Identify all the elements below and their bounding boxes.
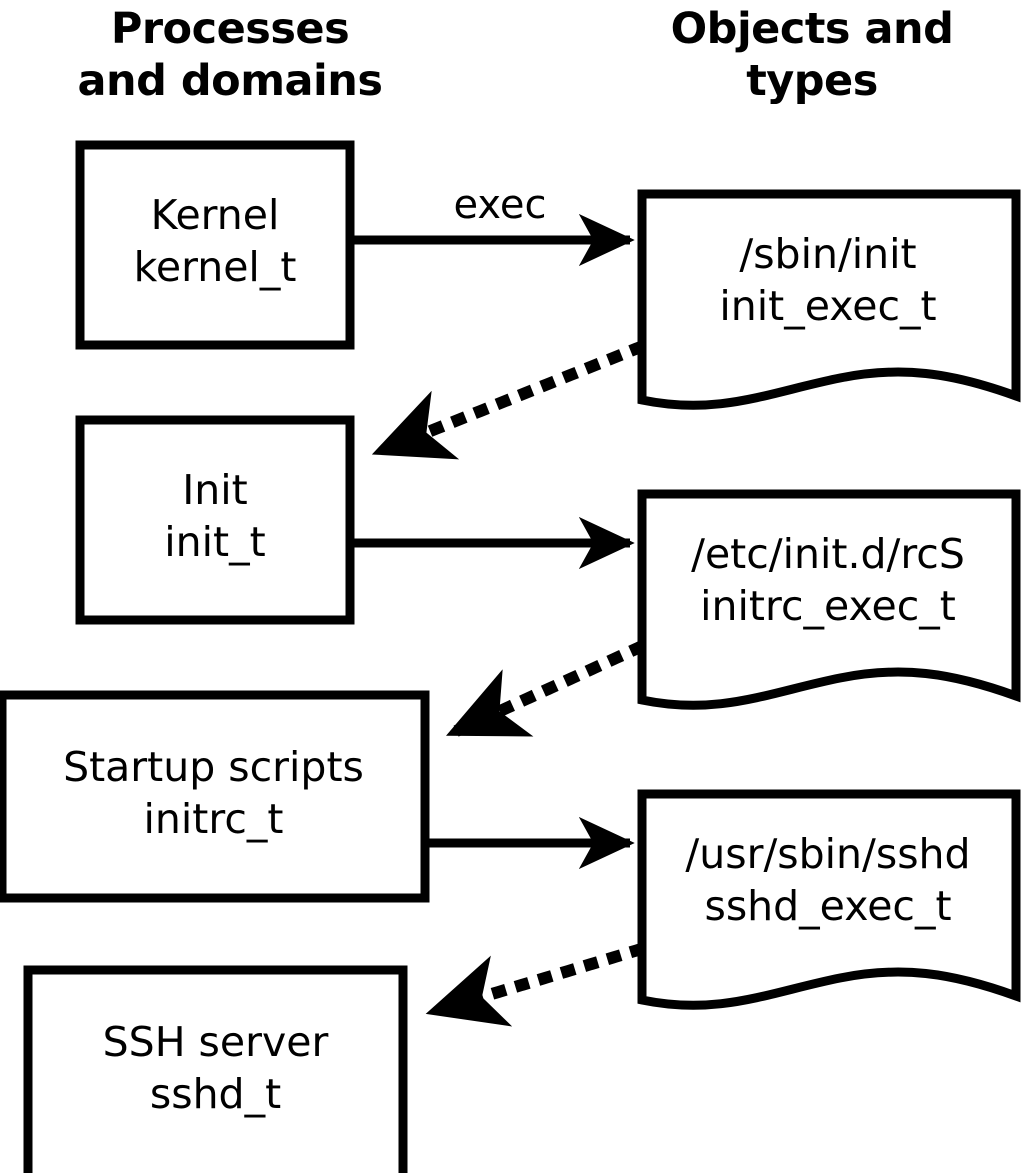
- process-box-kernel[interactable]: [75, 140, 355, 350]
- edge-rcs-transition-initrc: [444, 640, 646, 741]
- edge-label-exec: exec: [453, 182, 547, 228]
- process-box-ssh-server[interactable]: [23, 965, 408, 1173]
- column-heading-objects: Objects and types: [670, 4, 954, 106]
- process-box-startup-scripts[interactable]: [0, 690, 430, 903]
- column-heading-processes: Processes and domains: [77, 4, 383, 106]
- object-doc-sbin-init[interactable]: [637, 189, 1021, 410]
- process-box-init[interactable]: [75, 415, 355, 625]
- edge-sshd-transition-sshd-t: [424, 942, 646, 1027]
- object-doc-etc-initd-rcs[interactable]: [637, 489, 1021, 710]
- object-doc-usr-sbin-sshd[interactable]: [637, 789, 1021, 1010]
- edge-sbin-init-transition-init: [370, 340, 646, 460]
